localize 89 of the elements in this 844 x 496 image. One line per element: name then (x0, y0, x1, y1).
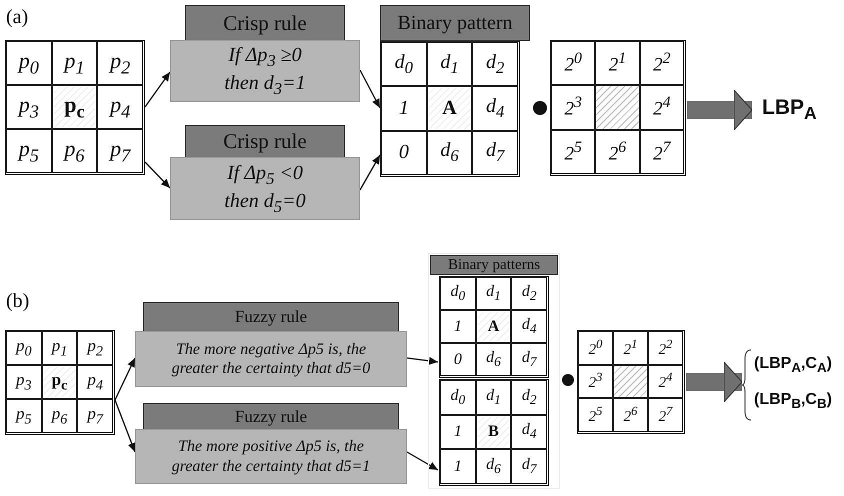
grid-cell: p$_{1}$ (52, 41, 98, 85)
grid-cell: d$_{7}$ (511, 343, 547, 376)
grid-cell: d$_{1}$ (426, 42, 472, 86)
rule-header: Crisp rule (185, 125, 345, 158)
grid-cell: p$_{6}$ (52, 129, 98, 173)
grid-cell: 2$^{1}$ (613, 331, 648, 365)
pattern-header: Binary pattern (380, 5, 530, 41)
arrow (114, 400, 136, 452)
arrow (359, 70, 381, 108)
grid-cell: 2$^{6}$ (613, 398, 648, 432)
arrow (359, 154, 381, 190)
arrow (114, 358, 136, 400)
grid-cell: A (476, 310, 512, 343)
grid-cell: 2$^{5}$ (578, 398, 613, 432)
grid-cell: 2$^{4}$ (648, 364, 683, 398)
grid-cell: d$_{0}$ (381, 42, 427, 86)
panel-label: (b) (6, 290, 30, 314)
grid-cell: d$_{7}$ (472, 130, 518, 175)
block-arrow (686, 362, 742, 402)
grid-cell: d$_{4}$ (511, 414, 547, 450)
grid-cell: 1 (381, 86, 427, 131)
grid-cell: p$_{0}$ (6, 41, 52, 85)
grid-cell: d$_{0}$ (440, 277, 476, 310)
grid-cell: 0 (381, 130, 427, 175)
rule-header: Fuzzy rule (143, 403, 399, 430)
grid-cell: 1 (440, 449, 476, 484)
grid-cell: p$_{6}$ (42, 399, 78, 433)
panel-label: (a) (6, 6, 30, 30)
grid-cell: d$_{1}$ (476, 380, 512, 415)
rule-header: Crisp rule (185, 5, 345, 41)
grid-cell: 2$^{3}$ (551, 85, 596, 130)
arrow (406, 356, 438, 365)
grid-cell: p$_{c}$ (42, 365, 78, 399)
grid-cell: 2$^{7}$ (648, 398, 683, 432)
grid-cell: 2$^{0}$ (551, 41, 596, 86)
grid-cell: p$_{7}$ (97, 129, 143, 173)
grid-cell: d$_{6}$ (426, 130, 472, 175)
grid-cell: p$_{3}$ (6, 365, 42, 399)
result-label: (LBP$_{A}$,C$_{A}$) (754, 354, 833, 378)
grid-cell: d$_{2}$ (511, 380, 547, 415)
pixel-grid (5, 40, 145, 175)
grid-cell: p$_{5}$ (6, 399, 42, 433)
grid-cell: p$_{4}$ (97, 85, 143, 129)
grid-cell: A (426, 86, 472, 131)
weight-grid (577, 330, 685, 434)
arrow (406, 451, 438, 471)
grid-cell: d$_{4}$ (511, 310, 547, 343)
grid-cell: 2$^{7}$ (640, 130, 684, 174)
grid-cell: 2$^{2}$ (640, 41, 684, 86)
grid-cell: d$_{2}$ (472, 42, 518, 86)
grid-cell: p$_{4}$ (77, 365, 113, 399)
grid-cell: p$_{2}$ (77, 331, 113, 365)
grid-cell: 2$^{1}$ (595, 41, 640, 86)
grid-cell: 0 (440, 343, 476, 376)
grid-cell: p$_{3}$ (6, 85, 52, 129)
grid-cell: 2$^{6}$ (595, 130, 640, 174)
grid-cell: d$_{6}$ (476, 343, 512, 376)
grid-cell: 2$^{5}$ (551, 130, 596, 174)
grid-cell: d$_{2}$ (511, 277, 547, 310)
result-label: LBP$_{A}$ (752, 90, 840, 130)
grid-cell: p$_{2}$ (97, 41, 143, 85)
grid-cell: p$_{1}$ (42, 331, 78, 365)
pixel-grid (5, 330, 115, 435)
grid-cell: d$_{0}$ (440, 380, 476, 415)
grid-cell: p$_{5}$ (6, 129, 52, 173)
grid-cell: p$_{0}$ (6, 331, 42, 365)
grid-cell: 1 (440, 414, 476, 450)
group-frame (428, 253, 560, 489)
arrow (144, 162, 170, 188)
binary-pattern-grid (439, 379, 549, 486)
grid-cell: p$_{7}$ (77, 399, 113, 433)
group-header: Binary patterns (430, 255, 558, 275)
grid-cell: B (476, 414, 512, 450)
grid-cell: 2$^{4}$ (640, 85, 684, 130)
grid-cell: 1 (440, 310, 476, 343)
arrow (144, 72, 171, 108)
binary-pattern-grid (439, 276, 549, 378)
grid-cell: d$_{6}$ (476, 449, 512, 484)
grid-cell: d$_{7}$ (511, 449, 547, 484)
grid-cell: 2$^{2}$ (648, 331, 683, 365)
grid-cell: d$_{1}$ (476, 277, 512, 310)
result-label: (LBP$_{B}$,C$_{B}$) (754, 390, 833, 414)
grid-cell: 2$^{3}$ (578, 364, 613, 398)
block-arrow (687, 90, 752, 130)
grid-cell: p$_{c}$ (52, 85, 98, 129)
weight-grid (550, 40, 686, 176)
rule-header: Fuzzy rule (143, 302, 399, 332)
grid-cell: 2$^{0}$ (578, 331, 613, 365)
grid-cell: d$_{4}$ (472, 86, 518, 131)
